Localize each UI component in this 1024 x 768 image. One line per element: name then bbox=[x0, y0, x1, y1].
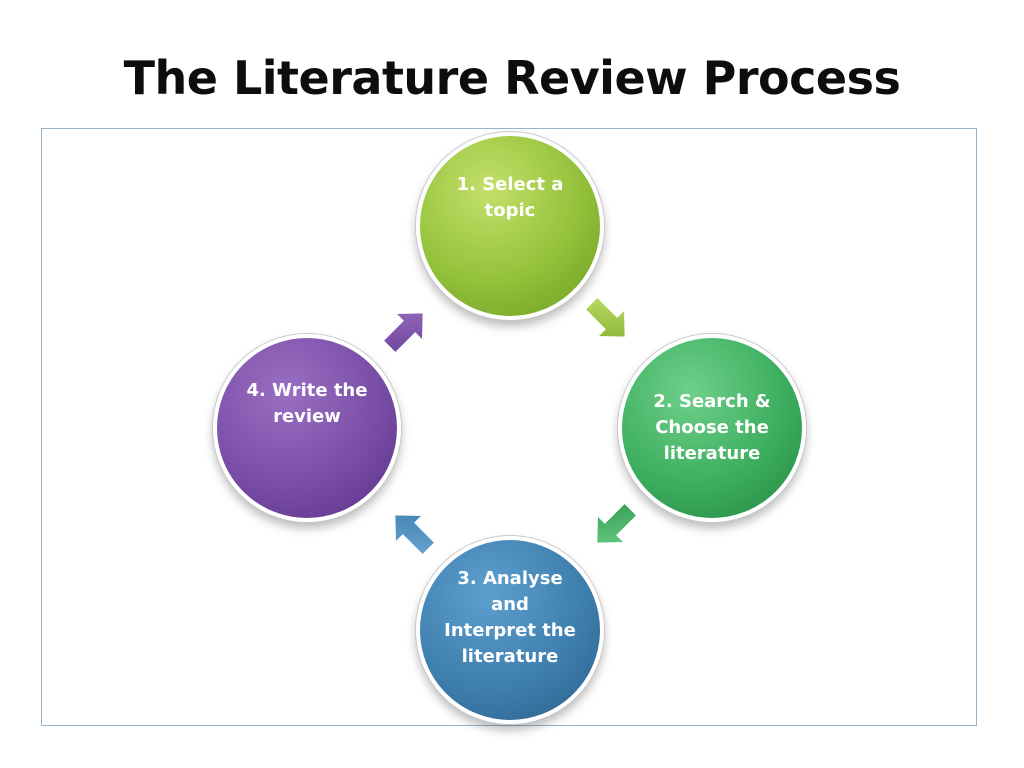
step-2-node: 2. Search & Choose the literature bbox=[618, 334, 806, 522]
arrow-up-right-icon bbox=[381, 311, 425, 355]
step-1-node: 1. Select a topic bbox=[416, 132, 604, 320]
arrow-down-left-icon bbox=[595, 501, 639, 545]
step-2-label: 2. Search & Choose the literature bbox=[653, 391, 771, 464]
arrow-down-right-icon bbox=[583, 295, 627, 339]
step-3-label: 3. Analyse and Interpret the literature bbox=[444, 568, 576, 667]
arrow-up-left-icon bbox=[393, 513, 437, 557]
step-4-node: 4. Write the review bbox=[213, 334, 401, 522]
step-4-label: 4. Write the review bbox=[246, 380, 368, 427]
slide-title: The Literature Review Process bbox=[123, 51, 901, 105]
step-3-node: 3. Analyse and Interpret the literature bbox=[416, 536, 604, 724]
step-1-label: 1. Select a topic bbox=[456, 174, 564, 221]
